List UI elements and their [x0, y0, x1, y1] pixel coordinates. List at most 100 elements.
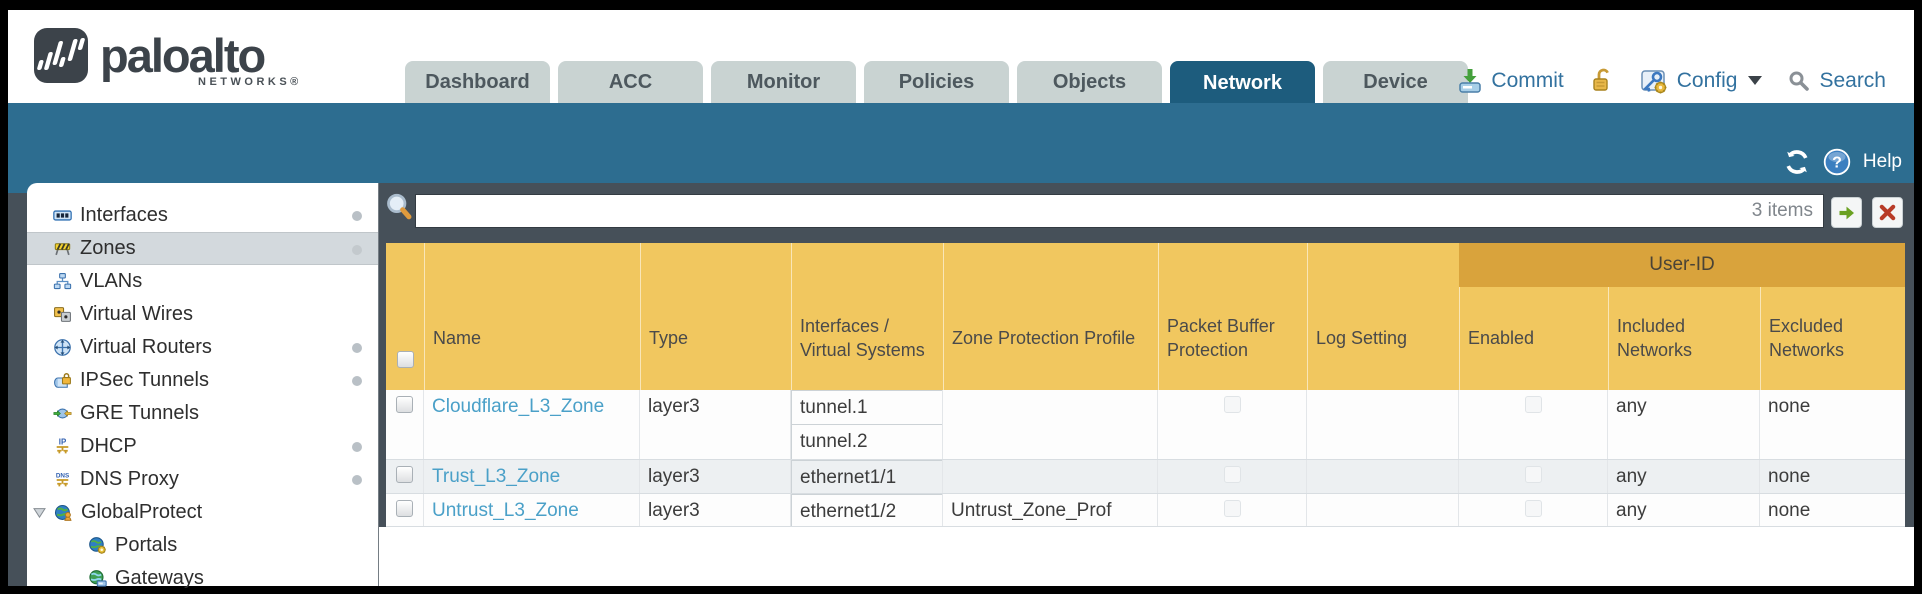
top-actions: Commit Config Searc — [1458, 58, 1886, 103]
sidebar-item-globalprotect[interactable]: GlobalProtect — [27, 496, 378, 529]
log-setting-cell — [1307, 460, 1459, 493]
zone-type-cell: layer3 — [640, 494, 791, 526]
col-header-packet-buffer-protection[interactable]: Packet Buffer Protection — [1158, 243, 1307, 390]
refresh-icon[interactable] — [1783, 148, 1811, 176]
apply-filter-button[interactable] — [1831, 197, 1862, 228]
select-all-cell — [386, 243, 424, 390]
sidebar-item-label: DHCP — [80, 435, 137, 457]
select-all-checkbox[interactable] — [396, 351, 414, 368]
dns-proxy-icon: DNS — [56, 472, 69, 487]
sidebar-item-zones[interactable]: Zones — [27, 232, 378, 265]
tab-objects[interactable]: Objects — [1017, 61, 1162, 103]
search-button[interactable]: Search — [1819, 68, 1886, 92]
zone-protection-profile-cell — [943, 390, 1158, 459]
dhcp-icon: IP — [56, 437, 69, 454]
network-nav-sidebar: Interfaces Zones VLANs — [27, 183, 379, 589]
log-setting-cell — [1307, 494, 1459, 526]
status-dot — [352, 245, 362, 255]
virtual-wires-icon — [54, 307, 71, 322]
sidebar-item-virtual-routers[interactable]: Virtual Routers — [27, 331, 378, 364]
zone-name-link[interactable]: Cloudflare_L3_Zone — [432, 396, 605, 417]
excluded-networks-cell: none — [1768, 396, 1811, 417]
tab-device[interactable]: Device — [1323, 61, 1468, 103]
tab-monitor[interactable]: Monitor — [711, 61, 856, 103]
items-count: 3 items — [1751, 200, 1813, 221]
table-header: Name Type Interfaces / Virtual Systems Z… — [386, 243, 1905, 390]
app-window: paloalto NETWORKS® Dashboard ACC Monitor… — [8, 10, 1914, 589]
help-label[interactable]: Help — [1862, 151, 1902, 172]
interface-entry: ethernet1/2 — [791, 494, 942, 526]
col-header-log-setting[interactable]: Log Setting — [1307, 243, 1459, 390]
col-header-interfaces[interactable]: Interfaces / Virtual Systems — [791, 243, 943, 390]
tab-network[interactable]: Network — [1170, 61, 1315, 106]
filter-input[interactable] — [416, 195, 1823, 227]
virtual-routers-icon — [54, 339, 71, 356]
sidebar-item-portals[interactable]: Portals — [27, 529, 378, 562]
tab-policies[interactable]: Policies — [864, 61, 1009, 103]
sidebar-item-interfaces[interactable]: Interfaces — [27, 199, 378, 232]
main-panel: 3 items Name Type — [379, 183, 1914, 586]
commit-button[interactable]: Commit — [1491, 68, 1564, 92]
portals-icon — [89, 537, 106, 554]
sidebar-item-dhcp[interactable]: IP DHCP — [27, 430, 378, 463]
table-row: Trust_L3_Zone layer3 ethernet1/1 any non… — [386, 460, 1905, 494]
sidebar-item-dns-proxy[interactable]: DNS DNS Proxy — [27, 463, 378, 496]
gateways-icon — [89, 570, 107, 587]
zone-name-link[interactable]: Untrust_L3_Zone — [432, 500, 579, 521]
table-row: Untrust_L3_Zone layer3 ethernet1/2 Untru… — [386, 494, 1905, 527]
commit-icon[interactable] — [1458, 68, 1482, 94]
vlans-icon — [53, 273, 72, 290]
user-id-enabled-checkbox — [1524, 500, 1542, 517]
svg-text:?: ? — [1832, 155, 1842, 172]
lock-icon[interactable] — [1590, 68, 1614, 94]
filter-input-wrap: 3 items — [415, 194, 1824, 228]
log-setting-cell — [1307, 390, 1459, 459]
tab-acc[interactable]: ACC — [558, 61, 703, 103]
svg-text:DNS: DNS — [56, 472, 69, 479]
help-icon[interactable]: ? — [1823, 148, 1851, 176]
gre-tunnels-icon — [53, 408, 72, 419]
expand-caret-icon[interactable] — [33, 506, 46, 519]
clear-filter-button[interactable] — [1872, 197, 1903, 228]
included-networks-cell: any — [1608, 494, 1760, 526]
col-header-excluded-networks[interactable]: Excluded Networks — [1760, 243, 1905, 390]
zone-type-cell: layer3 — [640, 390, 791, 459]
green-arrow-icon — [1839, 206, 1854, 219]
row-checkbox[interactable] — [396, 396, 413, 413]
col-header-name[interactable]: Name — [424, 243, 640, 390]
row-checkbox[interactable] — [396, 466, 413, 483]
sidebar-item-gateways[interactable]: Gateways — [27, 562, 378, 594]
sidebar-item-ipsec-tunnels[interactable]: IPSec Tunnels — [27, 364, 378, 397]
sidebar-item-label: Virtual Wires — [80, 303, 193, 325]
interfaces-icon — [53, 210, 72, 221]
zone-name-link[interactable]: Trust_L3_Zone — [432, 466, 561, 487]
sidebar-item-virtual-wires[interactable]: Virtual Wires — [27, 298, 378, 331]
config-icon[interactable] — [1640, 67, 1668, 95]
included-networks-cell: any — [1608, 460, 1760, 493]
left-gutter — [8, 193, 27, 586]
zone-interfaces-cell: tunnel.1 tunnel.2 — [791, 390, 943, 459]
search-icon[interactable] — [1788, 70, 1810, 92]
col-header-enabled[interactable]: Enabled — [1459, 243, 1608, 390]
packet-buffer-protection-checkbox — [1223, 500, 1241, 517]
user-id-group-header: User-ID — [1459, 243, 1905, 287]
zones-table: Name Type Interfaces / Virtual Systems Z… — [386, 243, 1905, 527]
status-dot — [352, 442, 362, 452]
col-header-type[interactable]: Type — [640, 243, 791, 390]
sidebar-item-label: Zones — [80, 237, 136, 259]
sidebar-item-gre-tunnels[interactable]: GRE Tunnels — [27, 397, 378, 430]
tab-dashboard[interactable]: Dashboard — [405, 61, 550, 103]
config-caret-icon[interactable] — [1748, 76, 1763, 85]
zones-icon — [54, 243, 71, 256]
zone-protection-profile-cell — [943, 460, 1158, 493]
sidebar-item-vlans[interactable]: VLANs — [27, 265, 378, 298]
paloalto-logo-icon — [34, 28, 88, 83]
col-header-zone-protection-profile[interactable]: Zone Protection Profile — [943, 243, 1158, 390]
user-id-enabled-checkbox — [1524, 466, 1542, 483]
row-checkbox[interactable] — [396, 500, 413, 517]
zone-protection-profile-cell: Untrust_Zone_Prof — [943, 494, 1158, 526]
svg-text:IP: IP — [59, 437, 66, 446]
included-networks-cell: any — [1608, 390, 1760, 459]
config-button[interactable]: Config — [1676, 68, 1738, 92]
col-header-included-networks[interactable]: Included Networks — [1608, 243, 1760, 390]
